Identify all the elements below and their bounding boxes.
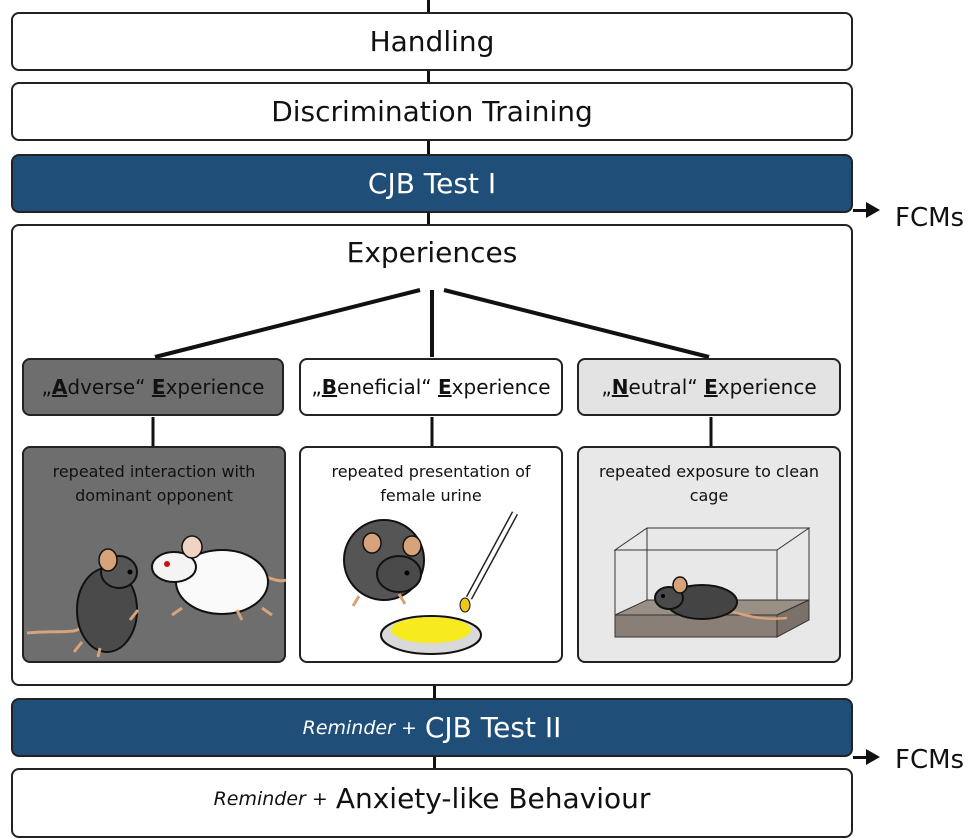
- neutral-initial: N: [611, 375, 629, 399]
- neutral-description: repeated exposure to clean cage: [598, 462, 820, 505]
- cjb-test-2-stage: Reminder + CJB Test II: [11, 698, 853, 757]
- neutral-exp-initial: E: [704, 375, 718, 399]
- experiences-title: Experiences: [346, 236, 518, 269]
- beneficial-initial: B: [321, 375, 338, 399]
- beneficial-exp-initial: E: [438, 375, 452, 399]
- fcm-arrow-line: [853, 756, 867, 759]
- handling-label: Handling: [369, 25, 495, 58]
- adverse-rest: dverse“: [67, 375, 146, 399]
- discrimination-training-label: Discrimination Training: [271, 95, 593, 128]
- beneficial-rest: eneficial“: [337, 375, 432, 399]
- fcm-arrow-head: [866, 749, 880, 765]
- fcm-arrow-head: [866, 202, 880, 218]
- fcm-arrow-line: [853, 209, 867, 212]
- connector-line: [427, 70, 430, 82]
- adverse-quote: „: [41, 375, 52, 399]
- adverse-exp-initial: E: [151, 375, 166, 399]
- connector-line: [433, 685, 436, 699]
- beneficial-urine-illustration: [343, 511, 519, 655]
- cjb-test-2-label: CJB Test II: [424, 711, 562, 744]
- discrimination-training-stage: Discrimination Training: [11, 82, 853, 141]
- connector-line: [427, 140, 430, 154]
- cjb-test-1-label: CJB Test I: [367, 167, 497, 200]
- adverse-description: repeated interaction with dominant oppon…: [52, 462, 256, 505]
- beneficial-description: repeated presentation of female urine: [331, 462, 531, 505]
- connector-line: [427, 212, 430, 225]
- cjb-test-2-reminder: Reminder +: [302, 716, 417, 739]
- anxiety-label: Anxiety-like Behaviour: [335, 782, 651, 815]
- adverse-exp-rest: xperience: [165, 375, 265, 399]
- connector-line: [433, 757, 436, 769]
- connector-line: [427, 0, 430, 12]
- neutral-exp-rest: xperience: [717, 375, 817, 399]
- neutral-quote: „: [601, 375, 612, 399]
- beneficial-exp-rest: xperience: [451, 375, 551, 399]
- cjb-test-1-stage: CJB Test I: [11, 154, 853, 213]
- neutral-rest: eutral“: [628, 375, 698, 399]
- adverse-initial: A: [51, 375, 68, 399]
- fcm-label-1: FCMs: [895, 203, 965, 233]
- anxiety-stage: Reminder + Anxiety-like Behaviour: [11, 768, 853, 838]
- adverse-mice-illustration: [26, 535, 286, 658]
- neutral-cage-illustration: [613, 527, 811, 638]
- anxiety-reminder: Reminder +: [213, 788, 328, 810]
- beneficial-quote: „: [311, 375, 322, 399]
- fcm-label-2: FCMs: [895, 745, 965, 775]
- handling-stage: Handling: [11, 12, 853, 71]
